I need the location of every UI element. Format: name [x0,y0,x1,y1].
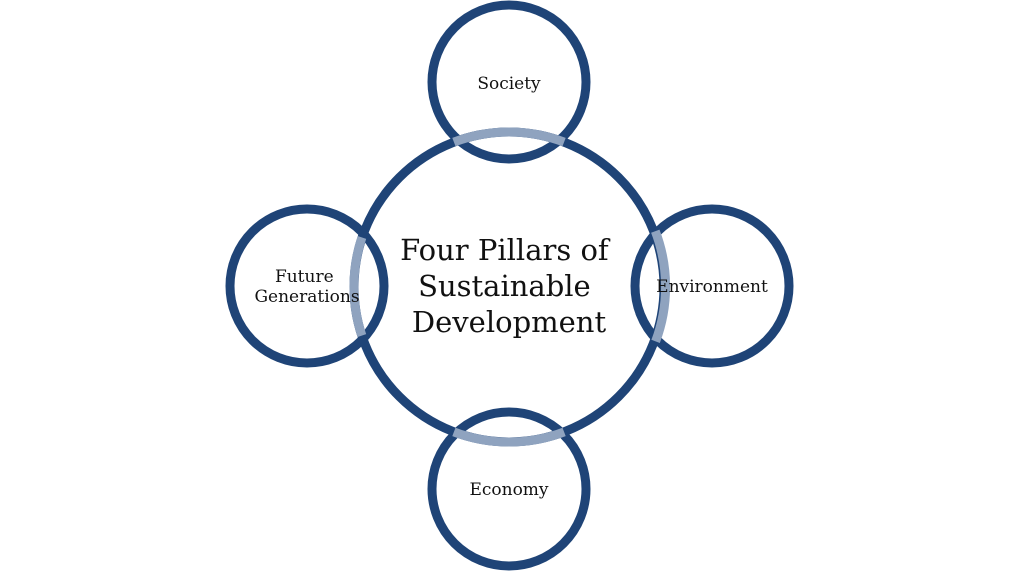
center-title: Four Pillars of Sustainable Development [400,233,618,339]
center-title-line: Development [412,305,607,339]
overlap-arc-society [452,127,566,147]
society-circle [427,0,591,164]
future-generations-label: Future Generations [254,267,359,307]
future-generations-circle [225,204,389,368]
center-title-line: Sustainable [418,269,591,303]
economy-label: Economy [469,480,548,500]
environment-circle [630,204,794,368]
society-label-line: Society [477,74,541,94]
society-label: Society [477,74,541,94]
overlap-arc-environment [651,229,671,343]
environment-label-line: Environment [656,277,768,297]
economy-circle [427,407,591,571]
overlap-arc-economy [452,427,566,447]
future-generations-label-line: Future [275,267,334,287]
center-title-line: Four Pillars of [400,233,611,267]
environment-label: Environment [656,277,768,297]
future-generations-label-line: Generations [254,287,359,307]
overlap-arc-future-generations [349,235,367,338]
economy-label-line: Economy [469,480,548,500]
